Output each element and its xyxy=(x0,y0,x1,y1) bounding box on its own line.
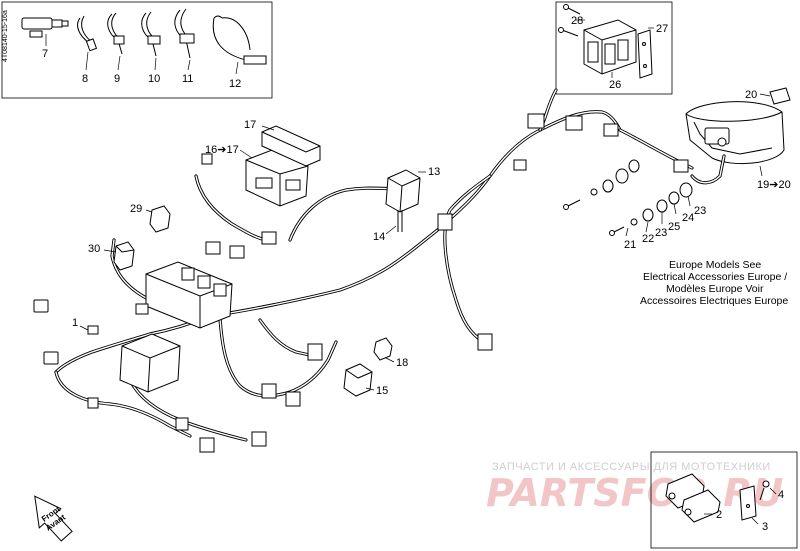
part-21-22-23-hardware[interactable] xyxy=(563,159,693,236)
callout-12: 12 xyxy=(229,78,241,90)
callout-7: 7 xyxy=(42,48,48,60)
callout-14: 14 xyxy=(373,231,385,243)
part-1-grommet[interactable] xyxy=(87,325,99,335)
callout-18: 18 xyxy=(396,357,408,369)
part-11-cable-tie[interactable] xyxy=(174,8,195,71)
module-box xyxy=(555,1,673,95)
part-7-grease-tube[interactable] xyxy=(21,17,69,46)
callout-15: 15 xyxy=(376,385,388,397)
callout-22: 22 xyxy=(642,233,654,245)
callout-16-17: 16➔17 xyxy=(205,144,239,156)
fuse-box-housing[interactable] xyxy=(119,333,181,393)
watermark-logo: PARTSFOR.RU xyxy=(486,471,784,515)
front-direction-arrow: Front Avant xyxy=(34,495,73,542)
callout-25: 25 xyxy=(668,221,680,233)
part-10-cable-tie[interactable] xyxy=(141,11,161,71)
callout-3: 3 xyxy=(762,521,768,533)
callout-23-upper: 23 xyxy=(694,205,706,217)
part-8-cable-tie[interactable] xyxy=(77,15,98,71)
part-26-control-module[interactable] xyxy=(583,19,637,75)
part-19-gauge-cluster[interactable] xyxy=(685,101,785,165)
callout-4: 4 xyxy=(778,489,784,501)
callout-20: 20 xyxy=(745,89,757,101)
svg-text:Europe Models See: Europe Models See xyxy=(669,259,761,271)
fuse-relay-cluster[interactable] xyxy=(145,231,277,329)
part-30-relay[interactable] xyxy=(113,241,135,271)
part-12-cable-strap[interactable] xyxy=(212,15,267,75)
callout-21: 21 xyxy=(624,239,636,251)
svg-text:Electrical Accessories Europe: Electrical Accessories Europe / xyxy=(643,271,787,283)
callout-23-lower: 23 xyxy=(655,227,667,239)
diagram-code: 4T08140-15-16a xyxy=(2,10,9,62)
part-20-bulb[interactable] xyxy=(769,87,791,105)
callout-17-top: 17 xyxy=(244,119,256,131)
svg-text:Accessoires Electriques Europe: Accessoires Electriques Europe xyxy=(640,295,788,307)
part-29-connector[interactable] xyxy=(149,205,171,233)
callout-24: 24 xyxy=(682,212,694,224)
part-14-screw[interactable] xyxy=(397,210,403,232)
callout-13: 13 xyxy=(428,166,440,178)
callout-2: 2 xyxy=(716,509,722,521)
accessories-box xyxy=(1,1,273,99)
callout-11: 11 xyxy=(182,73,193,85)
europe-models-note: Europe Models See Electrical Accessories… xyxy=(640,259,788,307)
part-4-screw[interactable] xyxy=(759,480,770,501)
part-27-bracket[interactable] xyxy=(637,29,653,79)
detail-box xyxy=(650,451,798,549)
callout-1: 1 xyxy=(72,317,78,329)
callout-9: 9 xyxy=(114,73,120,85)
callout-28: 28 xyxy=(571,15,583,27)
watermark-caption: ЗАПЧАСТИ И АКСЕССУАРЫ ДЛЯ МОТОТЕХНИКИ xyxy=(492,461,771,473)
svg-text:Modèles Europe Voir: Modèles Europe Voir xyxy=(666,283,764,295)
callout-26: 26 xyxy=(609,79,621,91)
part-28-screw[interactable] xyxy=(558,4,581,37)
callout-29: 29 xyxy=(130,203,142,215)
callout-10: 10 xyxy=(148,73,160,85)
part-15-socket[interactable] xyxy=(343,363,373,397)
part-3-bracket[interactable] xyxy=(739,485,757,521)
callout-30: 30 xyxy=(88,243,100,255)
part-13-switch[interactable] xyxy=(385,169,421,213)
callout-19-20: 19➔20 xyxy=(757,179,791,191)
callout-27: 27 xyxy=(656,23,668,35)
part-18-connector[interactable] xyxy=(373,337,393,361)
harness-connectors[interactable] xyxy=(33,113,689,453)
part-17-fuse-cover[interactable] xyxy=(261,125,321,167)
watermark: ЗАПЧАСТИ И АКСЕССУАРЫ ДЛЯ МОТОТЕХНИКИ PA… xyxy=(486,461,784,515)
callout-8: 8 xyxy=(82,73,88,85)
part-9-cable-tie[interactable] xyxy=(107,12,125,71)
